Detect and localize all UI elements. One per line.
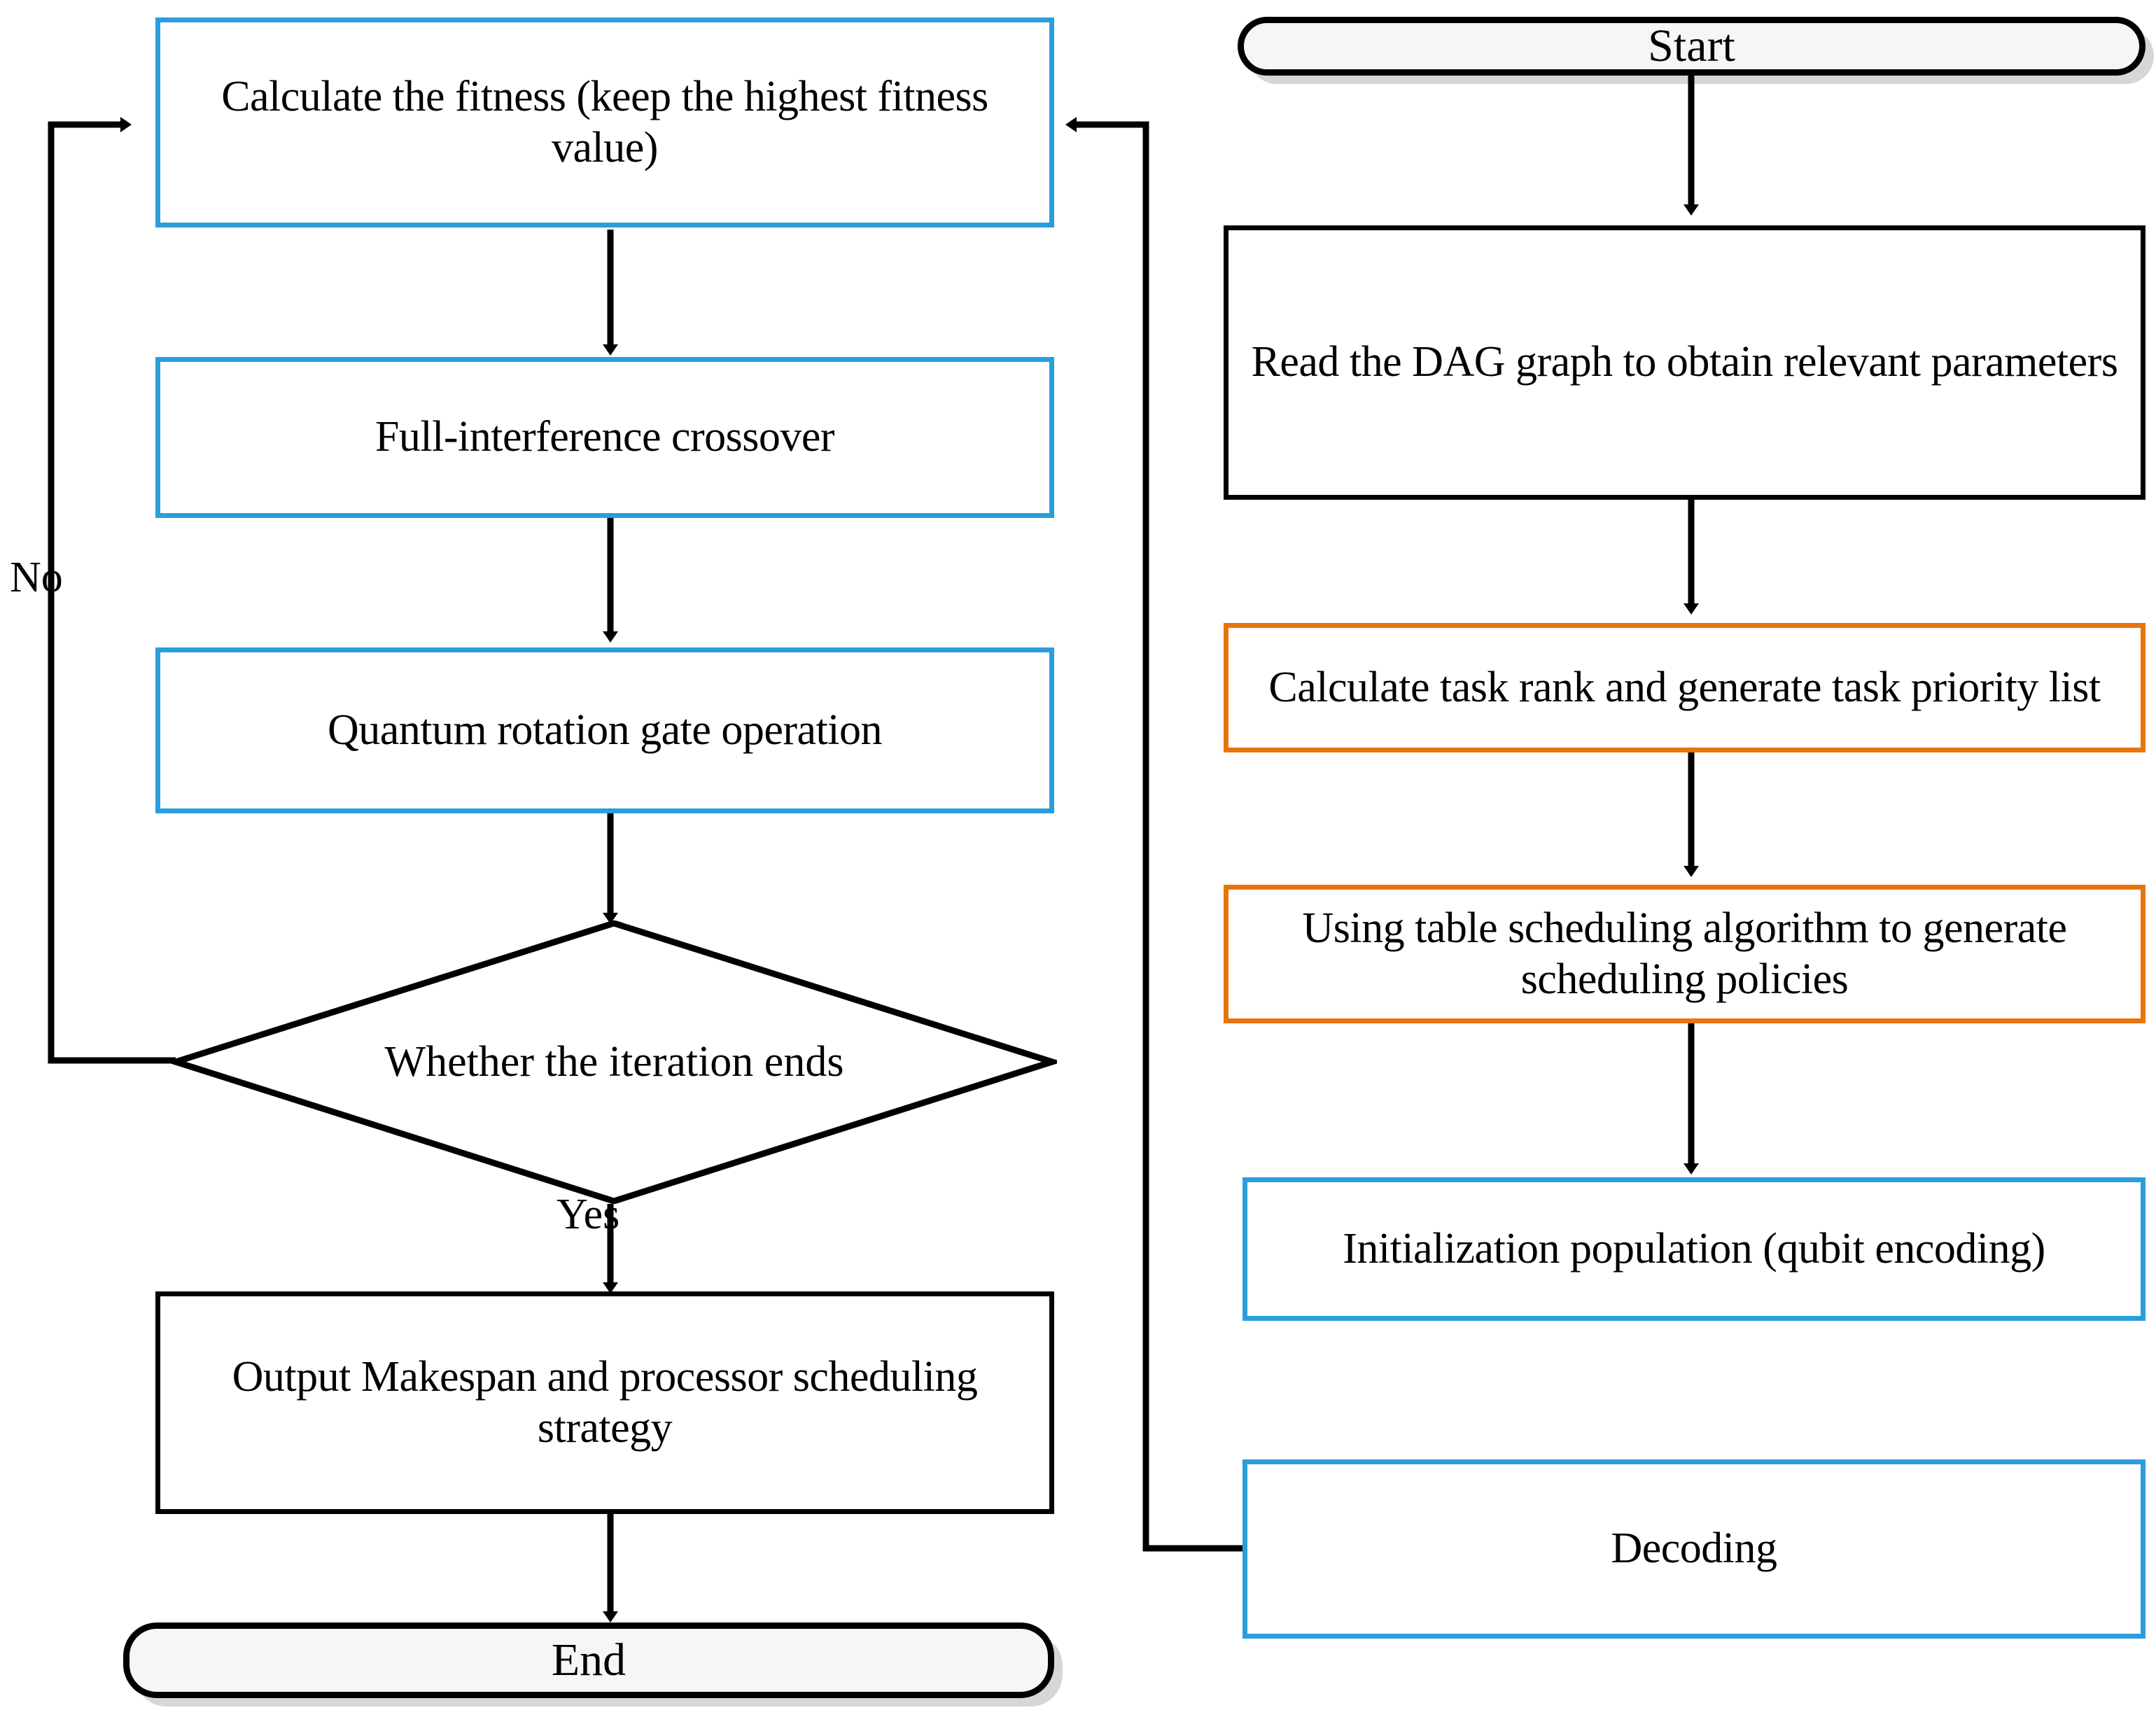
node-read-dag-label: Read the DAG graph to obtain relevant pa… [1251,338,2118,386]
node-start[interactable]: Start [1238,17,2146,76]
node-quantum-rotation-gate[interactable]: Quantum rotation gate operation [155,647,1054,813]
node-read-dag[interactable]: Read the DAG graph to obtain relevant pa… [1224,225,2146,500]
node-iteration-check[interactable]: Whether the iteration ends [172,920,1057,1204]
node-end[interactable]: End [123,1623,1054,1698]
node-start-label: Start [1648,20,1735,71]
node-output-makespan-label: Output Makespan and processor scheduling… [232,1352,978,1452]
node-table-scheduling-label: Using table scheduling algorithm to gene… [1302,904,2067,1003]
node-initialization-population-label: Initialization population (qubit encodin… [1343,1224,2045,1273]
node-calculate-task-rank[interactable]: Calculate task rank and generate task pr… [1224,623,2146,752]
node-full-interference-crossover-label: Full-interference crossover [374,413,835,461]
node-calculate-fitness-label: Calculate the fitness (keep the highest … [221,72,988,171]
node-decoding[interactable]: Decoding [1242,1459,2146,1639]
node-calculate-fitness[interactable]: Calculate the fitness (keep the highest … [155,17,1054,227]
edge-label-no: No [10,554,63,601]
node-quantum-rotation-gate-label: Quantum rotation gate operation [328,706,882,754]
edge-decision-no-to-calc-fitness [48,117,176,1064]
edge-decoding-to-calc-fitness [1065,117,1248,1552]
node-initialization-population[interactable]: Initialization population (qubit encodin… [1242,1177,2146,1321]
node-table-scheduling[interactable]: Using table scheduling algorithm to gene… [1224,885,2146,1023]
node-calculate-task-rank-label: Calculate task rank and generate task pr… [1268,663,2101,711]
node-decoding-label: Decoding [1611,1525,1777,1573]
node-end-label: End [551,1634,626,1686]
node-full-interference-crossover[interactable]: Full-interference crossover [155,357,1054,518]
node-output-makespan[interactable]: Output Makespan and processor scheduling… [155,1291,1054,1514]
edge-label-yes: Yes [556,1191,620,1238]
